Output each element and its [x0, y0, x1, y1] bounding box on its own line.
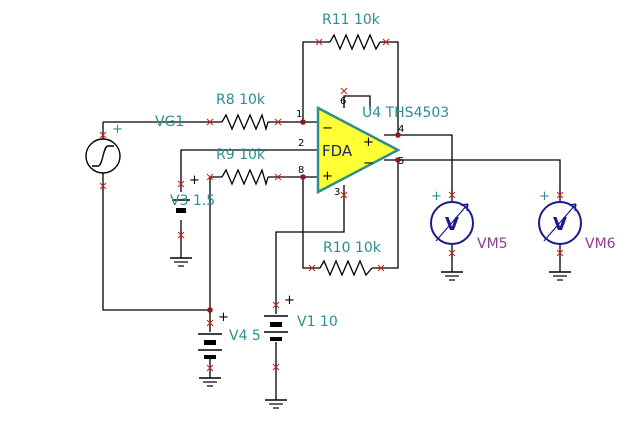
opamp-minus-out: − — [363, 156, 374, 171]
opamp-plus-out: + — [363, 135, 374, 150]
v4-plus-sign: + — [218, 310, 229, 325]
opamp-u4[interactable]: FDA − + + − U4 THS4503 1 2 8 3 6 4 5 — [296, 96, 449, 198]
ground-vm6 — [549, 271, 571, 281]
meter-needle-icon — [543, 203, 577, 242]
pin-8: 8 — [298, 165, 304, 176]
ground-v3 — [170, 257, 192, 267]
vm6-plus-sign: + — [539, 189, 550, 204]
vm6-label: VM6 — [585, 236, 616, 252]
v3-label: V3 1.5 — [170, 193, 215, 209]
wires — [102, 41, 561, 400]
meter-needle-icon — [435, 203, 469, 242]
battery-v3[interactable]: + V3 1.5 — [170, 173, 215, 213]
v1-label: V1 10 — [297, 314, 338, 330]
junction-nodes — [207, 119, 401, 313]
step-waveform-icon — [92, 145, 114, 167]
ground-v1 — [265, 399, 287, 409]
r8-label: R8 10k — [216, 92, 266, 108]
vm6-symbol: V — [553, 214, 567, 235]
vm5-symbol: V — [445, 214, 459, 235]
ground-v4 — [199, 377, 221, 387]
vm5-plus-sign: + — [431, 189, 442, 204]
opamp-plus-in: + — [322, 169, 333, 184]
pin-3: 3 — [334, 187, 340, 198]
terminal-markers — [99, 38, 564, 372]
vg1-plus-sign: + — [112, 122, 123, 137]
resistor-r8[interactable]: R8 10k — [216, 92, 269, 132]
v1-plus-sign: + — [284, 293, 295, 308]
vm5-label: VM5 — [477, 236, 508, 252]
pin-2: 2 — [298, 138, 304, 149]
voltmeter-vm6[interactable]: V + VM6 — [538, 189, 616, 252]
opamp-minus-in: − — [322, 121, 333, 136]
signal-generator-vg1[interactable]: + VG1 — [85, 114, 184, 174]
r11-label: R11 10k — [322, 12, 381, 28]
meter-arrow-icon — [460, 203, 469, 212]
resistor-r11[interactable]: R11 10k — [322, 12, 381, 51]
pin-6: 6 — [340, 96, 346, 107]
pin-4: 4 — [398, 124, 404, 135]
battery-v4[interactable]: + V4 5 — [198, 310, 261, 359]
v4-label: V4 5 — [229, 328, 261, 344]
r9-label: R9 10k — [216, 147, 266, 163]
resistor-r9[interactable]: R9 10k — [216, 147, 269, 187]
vg1-label: VG1 — [155, 114, 184, 130]
voltmeter-vm5[interactable]: V + VM5 — [430, 189, 508, 252]
v3-plus-sign: + — [189, 173, 200, 188]
pin-5: 5 — [398, 156, 404, 167]
opamp-body-label: FDA — [322, 142, 353, 160]
battery-v1[interactable]: + V1 10 — [264, 293, 338, 341]
pin-1: 1 — [296, 109, 302, 120]
r10-label: R10 10k — [323, 240, 382, 256]
resistor-r10[interactable]: R10 10k — [319, 240, 382, 277]
ground-vm5 — [441, 271, 463, 281]
u4-label: U4 THS4503 — [362, 105, 449, 121]
meter-arrow-icon — [568, 203, 577, 212]
